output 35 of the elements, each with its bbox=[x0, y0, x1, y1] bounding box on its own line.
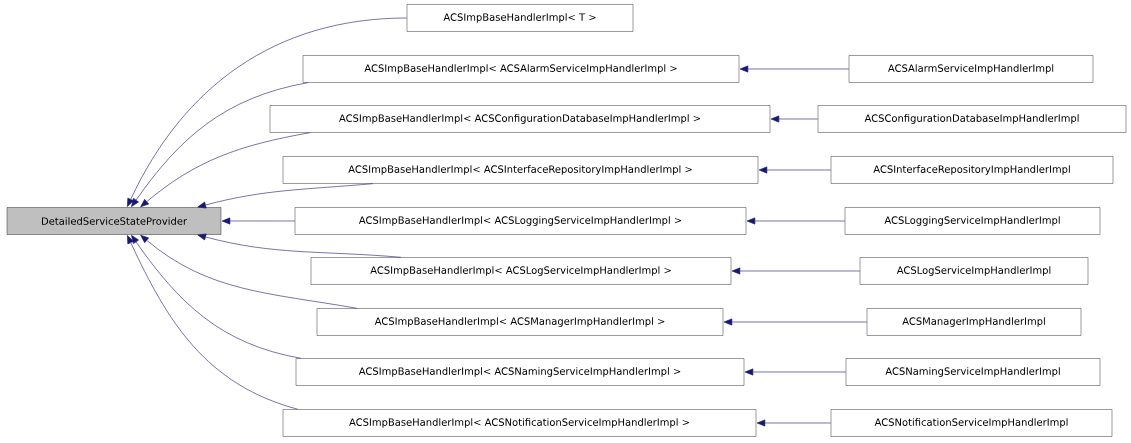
inheritance-arrow bbox=[140, 132, 311, 208]
inheritance-arrow bbox=[131, 235, 302, 359]
class-box: ACSImpBaseHandlerImpl< ACSLoggingServiceImpHandlerImpl > bbox=[294, 207, 747, 235]
inheritance-arrow bbox=[221, 217, 296, 225]
inheritance-arrow bbox=[746, 217, 846, 225]
inheritance-arrow bbox=[731, 267, 861, 275]
inheritance-arrow bbox=[127, 17, 408, 207]
class-box: ACSInterfaceRepositoryImpHandlerImpl bbox=[830, 156, 1114, 184]
inheritance-arrow bbox=[744, 368, 847, 376]
class-box: ACSConfigurationDatabaseImpHandlerImpl bbox=[817, 105, 1127, 133]
class-box: ACSImpBaseHandlerImpl< ACSAlarmServiceImpHandlerImpl > bbox=[302, 55, 740, 83]
inheritance-arrow bbox=[739, 65, 850, 73]
class-box: ACSImpBaseHandlerImpl< ACSNotificationServiceImpHandlerImpl > bbox=[282, 409, 757, 437]
class-box: ACSNotificationServiceImpHandlerImpl bbox=[830, 409, 1113, 437]
base-class-box: DetailedServiceStateProvider bbox=[6, 207, 222, 235]
class-box: ACSImpBaseHandlerImpl< ACSManagerImpHandlerImpl > bbox=[316, 308, 724, 336]
class-box: ACSImpBaseHandlerImpl< T > bbox=[406, 4, 634, 32]
inheritance-arrow bbox=[140, 234, 358, 309]
inheritance-arrow bbox=[197, 233, 402, 258]
inheritance-arrow bbox=[758, 166, 832, 174]
inheritance-arrow bbox=[756, 419, 832, 427]
class-box: ACSImpBaseHandlerImpl< ACSConfigurationDatabaseImpHandlerImpl > bbox=[269, 105, 771, 133]
class-box: ACSImpBaseHandlerImpl< ACSNamingServiceImpHandlerImpl > bbox=[295, 358, 745, 386]
class-box: ACSAlarmServiceImpHandlerImpl bbox=[848, 55, 1094, 83]
inheritance-arrow bbox=[127, 235, 299, 410]
class-box: ACSNamingServiceImpHandlerImpl bbox=[845, 358, 1101, 386]
class-box: ACSManagerImpHandlerImpl bbox=[866, 308, 1082, 336]
class-box: ACSImpBaseHandlerImpl< ACSInterfaceRepositoryImpHandlerImpl > bbox=[282, 156, 759, 184]
class-box: ACSLoggingServiceImpHandlerImpl bbox=[844, 207, 1101, 235]
class-box: ACSImpBaseHandlerImpl< ACSLogServiceImpHandlerImpl > bbox=[310, 257, 732, 285]
inheritance-arrow bbox=[770, 115, 819, 123]
class-box: ACSLogServiceImpHandlerImpl bbox=[859, 257, 1089, 285]
inheritance-arrow bbox=[131, 82, 309, 207]
inheritance-arrow bbox=[723, 318, 868, 326]
inheritance-arrow bbox=[197, 183, 374, 209]
